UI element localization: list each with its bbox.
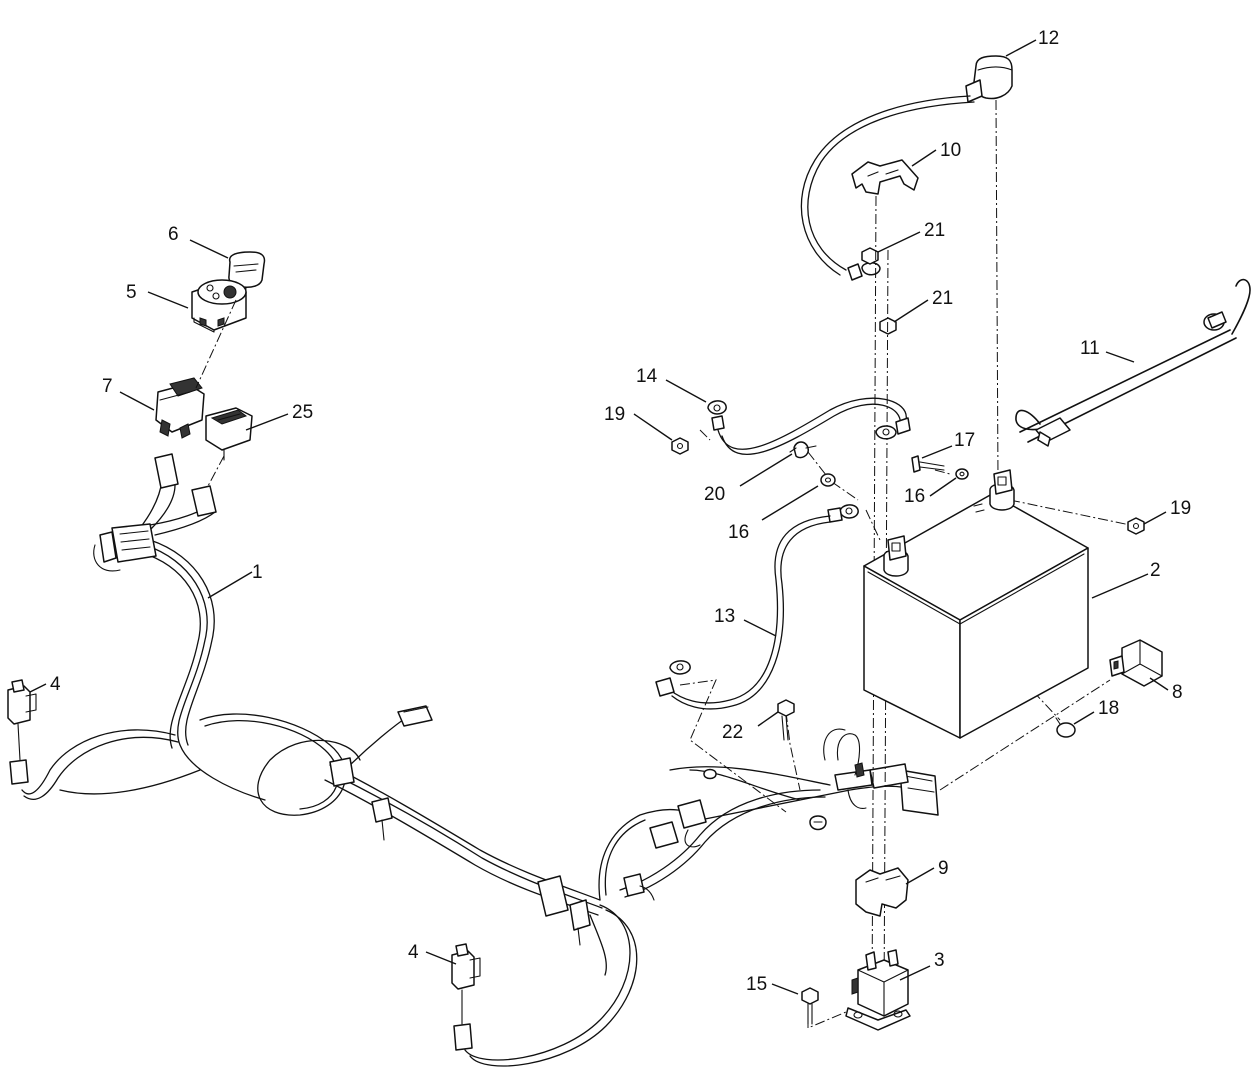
push-clip bbox=[1055, 717, 1076, 738]
callout-14: 14 bbox=[636, 366, 658, 387]
nut-19-left bbox=[671, 437, 689, 455]
callout-9: 9 bbox=[938, 858, 949, 879]
starter-solenoid bbox=[845, 949, 911, 1031]
washer-right bbox=[955, 468, 969, 480]
callout-21-upper: 21 bbox=[924, 220, 945, 241]
callout-18: 18 bbox=[1098, 698, 1119, 719]
rocker-switch bbox=[155, 377, 205, 439]
nut-19-right bbox=[1127, 517, 1145, 535]
solenoid-bracket bbox=[855, 867, 909, 917]
callout-22: 22 bbox=[722, 722, 743, 743]
ignition-key bbox=[228, 251, 266, 301]
callout-1: 1 bbox=[252, 562, 263, 583]
ignition-switch bbox=[191, 279, 247, 333]
relay bbox=[1109, 639, 1163, 687]
callout-10: 10 bbox=[940, 140, 961, 161]
callout-12: 12 bbox=[1038, 28, 1059, 49]
nut-upper bbox=[861, 247, 879, 265]
callout-4-left: 4 bbox=[50, 674, 61, 695]
callout-4-bottom: 4 bbox=[408, 942, 419, 963]
callout-5: 5 bbox=[126, 282, 137, 303]
terminal-bolt bbox=[911, 455, 945, 473]
callout-8: 8 bbox=[1172, 682, 1183, 703]
callout-19-right: 19 bbox=[1170, 498, 1191, 519]
callout-17: 17 bbox=[954, 430, 975, 451]
battery-hold-down bbox=[1015, 278, 1251, 447]
callout-16-right: 16 bbox=[904, 486, 925, 507]
callout-leaders bbox=[29, 39, 1169, 995]
battery-cable-negative bbox=[655, 504, 859, 710]
callout-20: 20 bbox=[704, 484, 725, 505]
callout-labels: 1 2 3 4 4 5 6 7 8 9 10 11 12 13 14 15 16… bbox=[50, 28, 1191, 995]
bolt-22 bbox=[777, 699, 795, 741]
washer-center bbox=[820, 473, 836, 487]
callout-2: 2 bbox=[1150, 560, 1161, 581]
callout-15: 15 bbox=[746, 974, 767, 995]
callout-21-lower: 21 bbox=[932, 288, 953, 309]
callout-13: 13 bbox=[714, 606, 735, 627]
battery-cable-ground bbox=[707, 397, 911, 455]
callout-3: 3 bbox=[934, 950, 945, 971]
callout-7: 7 bbox=[102, 376, 113, 397]
callout-6: 6 bbox=[168, 224, 179, 245]
callout-25: 25 bbox=[292, 402, 313, 423]
seat-switch-bottom bbox=[451, 943, 481, 1051]
callout-16-center: 16 bbox=[728, 522, 749, 543]
battery-cable-positive bbox=[800, 95, 975, 281]
bolt-15 bbox=[801, 987, 819, 1025]
seat-switch-left bbox=[7, 679, 37, 785]
callout-11: 11 bbox=[1080, 338, 1100, 359]
callout-19-left: 19 bbox=[604, 404, 625, 425]
wire-harness bbox=[21, 453, 939, 1067]
terminal-cover bbox=[851, 159, 919, 195]
hour-meter bbox=[205, 407, 253, 461]
battery bbox=[863, 469, 1089, 739]
wing-nut bbox=[789, 441, 817, 459]
terminal-boot bbox=[965, 55, 1013, 103]
